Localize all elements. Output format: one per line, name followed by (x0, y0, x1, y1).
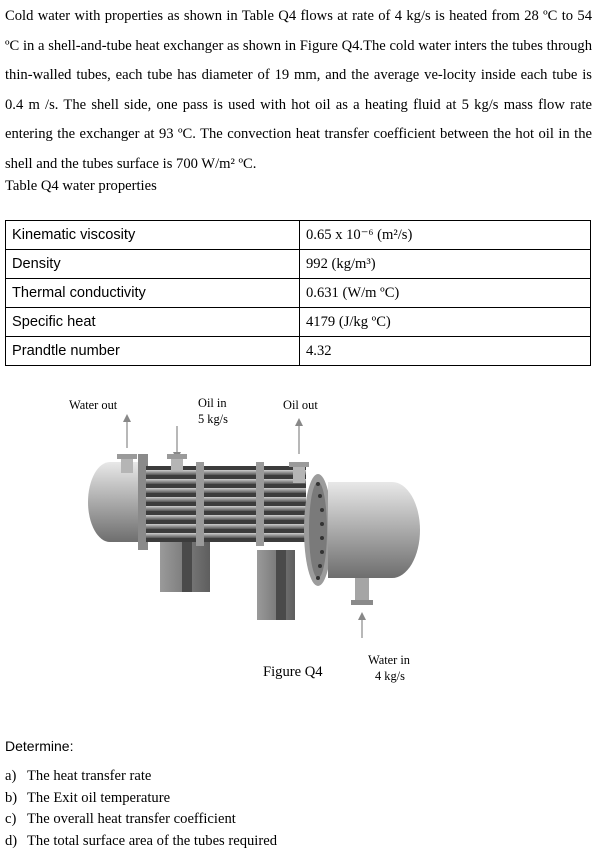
oil-in-label: Oil in (198, 396, 227, 410)
property-value: 992 (kg/m³) (299, 249, 591, 279)
water-properties-table: Kinematic viscosity 0.65 x 10⁻⁶ (m²/s) D… (5, 220, 591, 366)
water-in-rate-label: 4 kg/s (375, 669, 405, 683)
water-in-label: Water in (368, 653, 411, 667)
figure-caption: Figure Q4 (263, 664, 323, 680)
table-row: Prandtle number 4.32 (5, 336, 591, 366)
question-list: a) The heat transfer rate b) The Exit oil … (5, 766, 277, 852)
determine-heading: Determine: (5, 738, 74, 754)
property-value: 4179 (J/kg ºC) (299, 307, 591, 337)
item-text: The Exit oil temperature (27, 789, 171, 806)
property-name: Prandtle number (5, 336, 300, 366)
table-caption: Table Q4 water properties (5, 178, 157, 194)
right-flange (304, 474, 332, 586)
item-marker: b) (5, 789, 18, 806)
table-row: Density 992 (kg/m³) (5, 249, 591, 279)
tube-bundle (146, 462, 306, 546)
item-text: The heat transfer rate (27, 768, 152, 784)
property-value: 0.65 x 10⁻⁶ (m²/s) (299, 220, 591, 250)
item-marker: c) (5, 811, 17, 827)
oil-out-label: Oil out (283, 398, 318, 412)
item-marker: a) (5, 768, 17, 784)
list-item: a) The heat transfer rate (5, 766, 277, 788)
support-legs (160, 540, 295, 620)
list-item: b) The Exit oil temperature (5, 788, 277, 810)
item-text: The overall heat transfer coefficient (27, 811, 236, 827)
property-value: 0.631 (W/m ºC) (299, 278, 591, 308)
property-name: Kinematic viscosity (5, 220, 300, 250)
table-row: Specific heat 4179 (J/kg ºC) (5, 307, 591, 337)
property-name: Specific heat (5, 307, 300, 337)
heat-exchanger-illustration (88, 414, 420, 638)
item-marker: d) (5, 832, 18, 849)
table-row: Thermal conductivity 0.631 (W/m ºC) (5, 278, 591, 308)
nozzles (117, 454, 373, 605)
table-row: Kinematic viscosity 0.65 x 10⁻⁶ (m²/s) (5, 220, 591, 250)
property-name: Density (5, 249, 300, 279)
item-text: The total surface area of the tubes requ… (27, 832, 277, 849)
problem-statement: Cold water with properties as shown in T… (5, 8, 592, 172)
left-head (88, 454, 148, 550)
oil-in-rate-label: 5 kg/s (198, 412, 228, 426)
list-item: d) The total surface area of the tubes re… (5, 831, 277, 853)
property-value: 4.32 (299, 336, 591, 366)
property-name: Thermal conductivity (5, 278, 300, 308)
right-head (328, 482, 420, 578)
list-item: c) The overall heat transfer coefficient (5, 809, 277, 831)
water-out-label: Water out (69, 398, 118, 412)
